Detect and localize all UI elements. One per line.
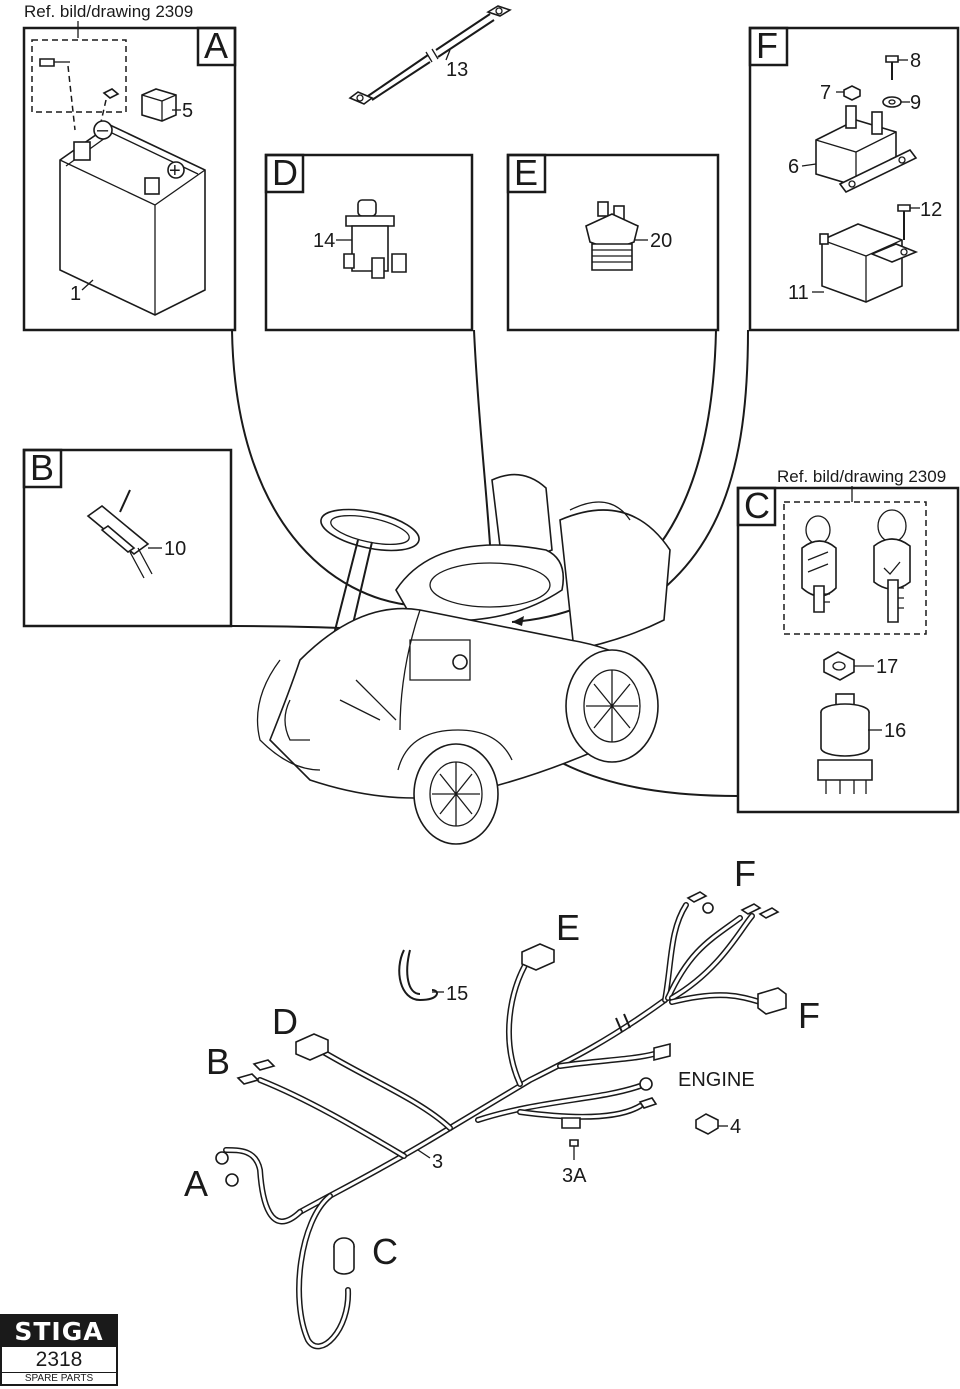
panel-b: B 10 <box>22 447 233 628</box>
callout-3a: 3A <box>562 1165 587 1187</box>
drawing-number: 2318 <box>2 1347 116 1373</box>
brand-logo: STIGA <box>2 1316 116 1347</box>
svg-text:–: – <box>97 119 109 141</box>
callout-6: 6 <box>788 156 799 178</box>
panel-c-letter: C <box>744 485 770 526</box>
harness-label-f-top: F <box>734 853 756 894</box>
svg-text:+: + <box>169 160 181 182</box>
callout-14: 14 <box>313 230 335 252</box>
reference-text-c: Ref. bild/drawing 2309 <box>777 467 946 486</box>
reference-text-top: Ref. bild/drawing 2309 <box>24 2 193 21</box>
panel-b-letter: B <box>30 447 54 488</box>
panel-e-letter: E <box>514 152 538 193</box>
callout-4: 4 <box>730 1116 741 1138</box>
oil-pressure-sensor-part <box>585 201 639 271</box>
cable-tie-part <box>398 949 444 1002</box>
callout-3: 3 <box>432 1151 443 1173</box>
callout-17: 17 <box>876 656 898 678</box>
battery-part: + – <box>59 119 206 316</box>
callout-7: 7 <box>820 82 831 104</box>
spare-parts-caption: SPARE PARTS <box>24 1373 94 1384</box>
harness-label-e: E <box>556 907 580 948</box>
harness-label-c: C <box>372 1231 398 1272</box>
ignition-key-part <box>801 515 837 613</box>
callout-8: 8 <box>910 50 921 72</box>
callout-15: 15 <box>446 983 468 1005</box>
panel-d: D 14 <box>264 152 474 332</box>
callout-9: 9 <box>910 92 921 114</box>
terminal-cover-part <box>141 88 177 122</box>
panel-f: F 8 9 7 6 12 <box>748 25 960 332</box>
callout-10: 10 <box>164 538 186 560</box>
panel-c: Ref. bild/drawing 2309 C 17 <box>736 467 960 814</box>
rider-mower-illustration <box>256 473 671 845</box>
wiring-harness-part <box>215 891 787 1350</box>
callout-13: 13 <box>446 59 468 81</box>
callout-16: 16 <box>884 720 906 742</box>
harness-label-a: A <box>184 1163 208 1204</box>
seat-switch-part <box>343 199 407 279</box>
stiga-logo-block: STIGA 2318 SPARE PARTS <box>0 1314 118 1386</box>
panel-e: E 20 <box>506 152 720 332</box>
panel-a: A 5 + – 1 <box>22 25 237 332</box>
panel-d-letter: D <box>272 152 298 193</box>
relay-part <box>819 223 919 303</box>
callout-20: 20 <box>650 230 672 252</box>
harness-label-engine: ENGINE <box>678 1069 755 1091</box>
battery-cable-part <box>348 5 512 105</box>
callout-11: 11 <box>788 282 809 304</box>
panel-f-letter: F <box>756 25 778 66</box>
panel-a-letter: A <box>204 25 228 66</box>
harness-label-b: B <box>206 1041 230 1082</box>
callout-12: 12 <box>920 199 942 221</box>
callout-5: 5 <box>182 100 193 122</box>
ignition-key-part-2 <box>873 509 911 623</box>
harness-label-f-right: F <box>798 995 820 1036</box>
ignition-switch-part <box>817 693 873 794</box>
solenoid-part <box>815 105 918 194</box>
callout-1: 1 <box>70 283 81 305</box>
micro-switch-part <box>86 489 153 579</box>
harness-label-d: D <box>272 1001 298 1042</box>
